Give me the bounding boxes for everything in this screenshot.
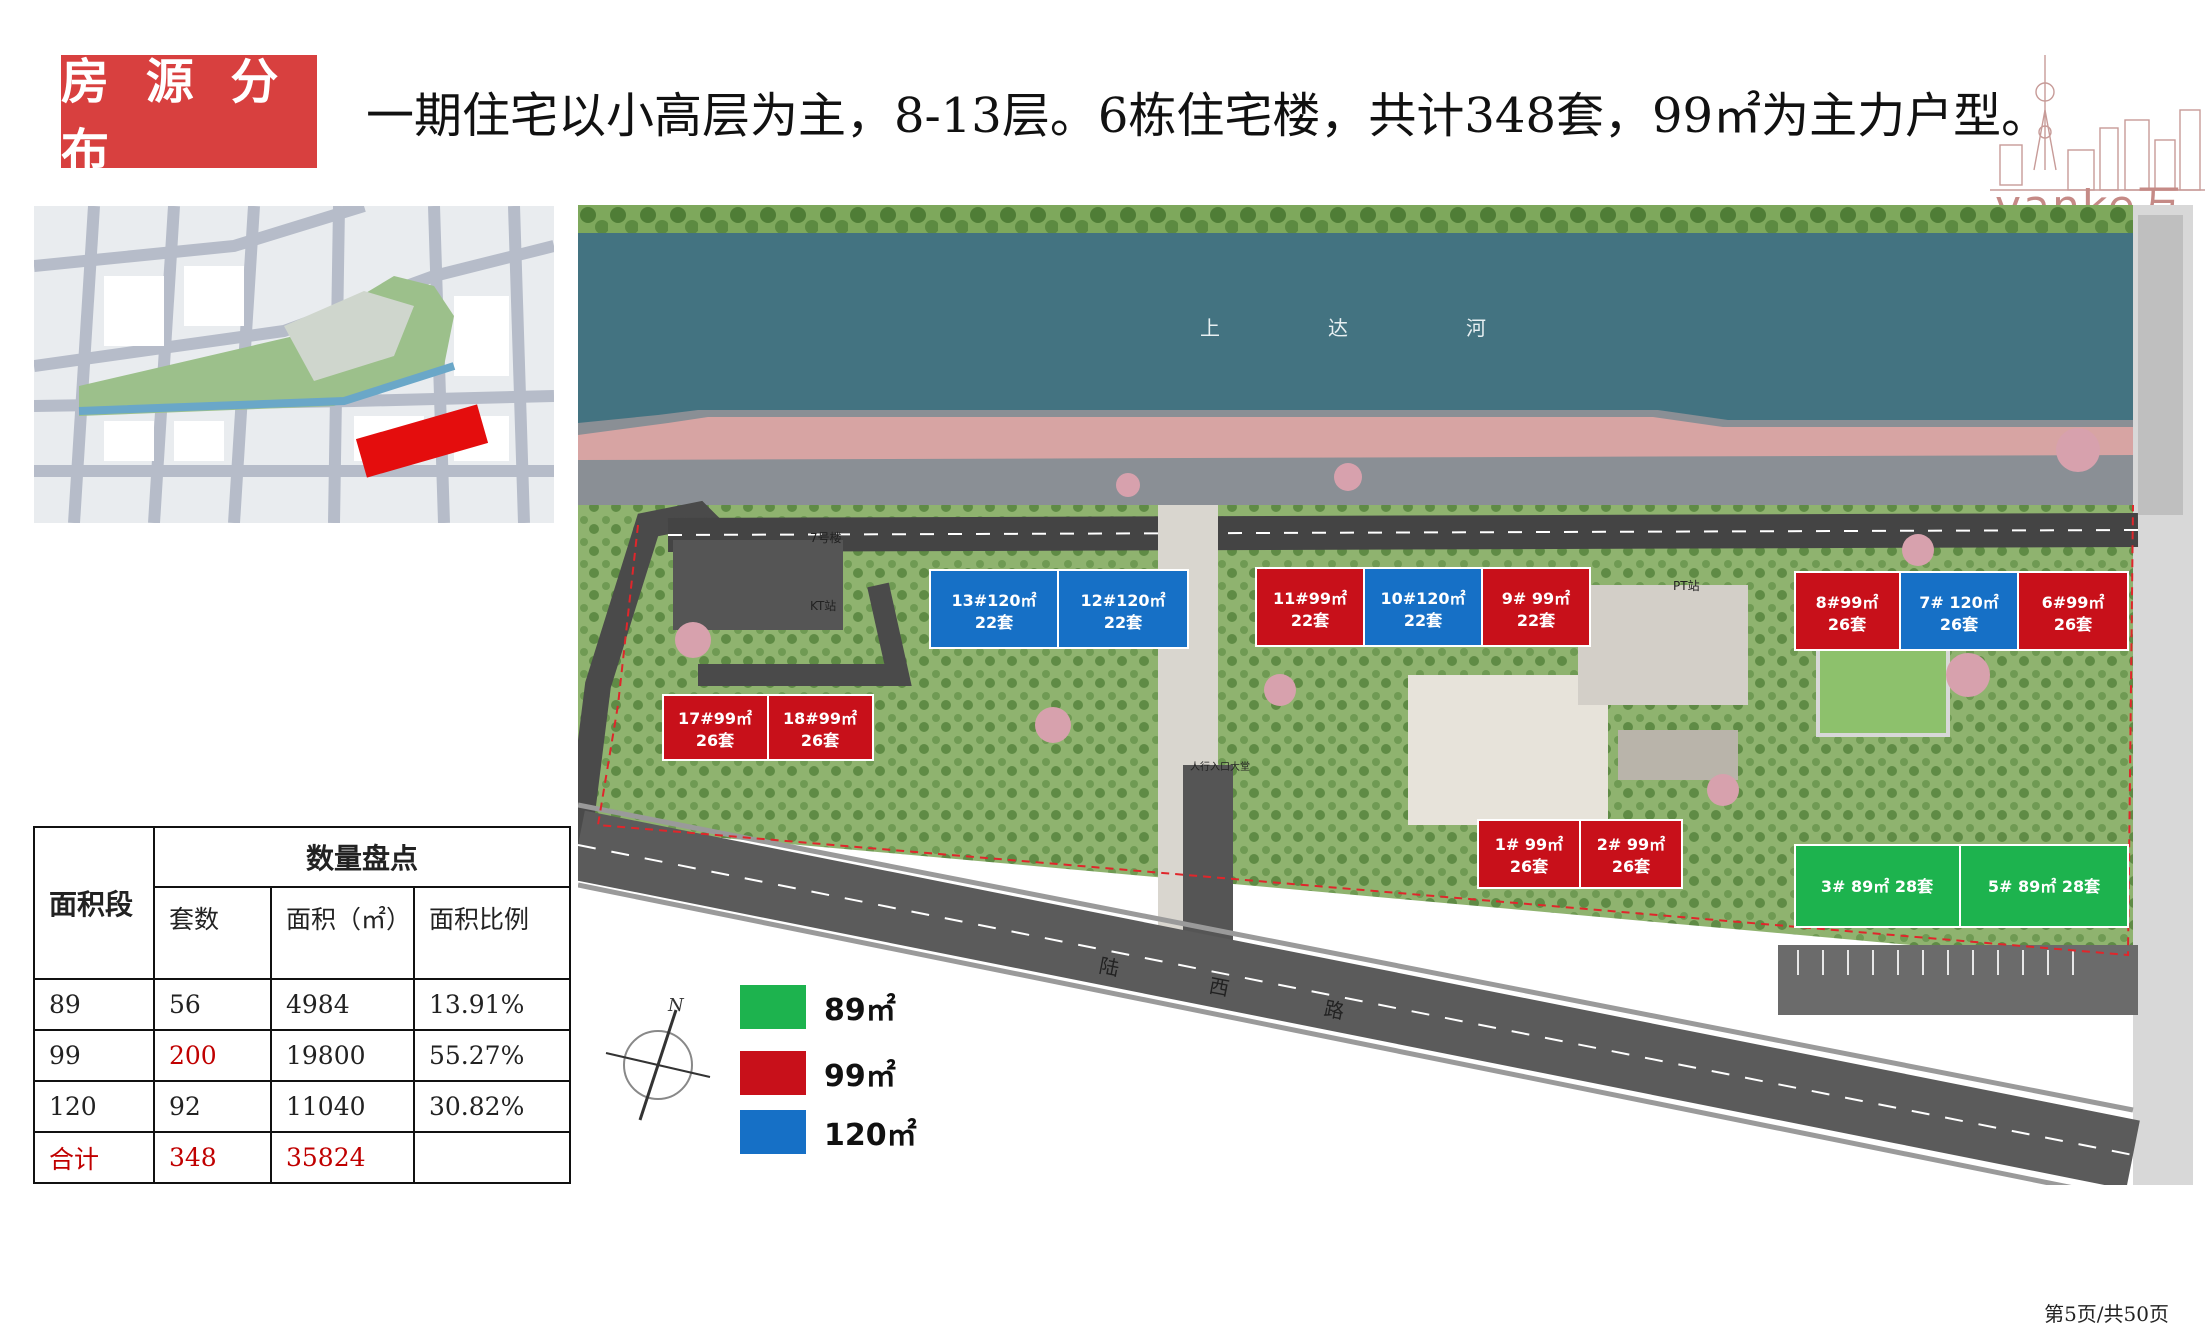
table-row: 120 92 11040 30.82% [33, 1080, 571, 1133]
table-cell-ratio: 55.27% [413, 1029, 571, 1082]
compass-icon: N [605, 995, 711, 1121]
label-pt-station: PT站 [1673, 579, 1700, 593]
table-cell-area: 4984 [270, 978, 415, 1031]
building-3: 3# 89㎡ 28套 [1794, 844, 1961, 928]
table-cell-range: 89 [33, 978, 155, 1031]
label-entrance-lobby: 人行入口大堂 [1190, 760, 1250, 773]
table-cell-range: 99 [33, 1029, 155, 1082]
legend-item-89: 89㎡ [740, 985, 896, 1029]
svg-text:7# 120㎡: 7# 120㎡ [1919, 593, 1999, 612]
svg-text:6#99㎡: 6#99㎡ [2042, 593, 2105, 612]
svg-text:5# 89㎡ 28套: 5# 89㎡ 28套 [1988, 877, 2101, 896]
table-cell-total-label: 合计 [33, 1131, 155, 1184]
legend-label: 120㎡ [824, 1118, 917, 1153]
svg-text:26套: 26套 [696, 731, 735, 750]
legend-swatch-red [740, 1051, 806, 1095]
legend-swatch-blue [740, 1110, 806, 1154]
legend-item-120: 120㎡ [740, 1110, 917, 1154]
building-2: 2# 99㎡ 26套 [1579, 819, 1683, 889]
table-cell-ratio: 30.82% [413, 1080, 571, 1133]
label-building-7: 7号楼 [810, 530, 842, 545]
svg-text:1# 99㎡: 1# 99㎡ [1495, 835, 1563, 854]
headline: 一期住宅以小高层为主，8-13层。6栋住宅楼，共计348套，99㎡为主力户型。 [366, 88, 2050, 144]
building-1: 1# 99㎡ 26套 [1477, 819, 1581, 889]
building-8: 8#99㎡ 26套 [1794, 571, 1901, 651]
table-cell-count: 200 [153, 1029, 272, 1082]
svg-text:22套: 22套 [1404, 611, 1443, 630]
table-header-ratio: 面积比例 [413, 886, 571, 980]
section-title-badge: 房 源 分 布 [61, 54, 317, 180]
table-cell-total-ratio [413, 1131, 571, 1184]
svg-text:12#120㎡: 12#120㎡ [1080, 591, 1165, 610]
table-cell-range: 120 [33, 1080, 155, 1133]
table-cell-area: 19800 [270, 1029, 415, 1082]
road-label-3: 路 [1322, 996, 1346, 1023]
river-label-3: 河 [1466, 316, 1486, 340]
svg-text:22套: 22套 [1104, 613, 1143, 632]
table-header-group: 数量盘点 [153, 826, 571, 888]
svg-text:2# 99㎡: 2# 99㎡ [1597, 835, 1665, 854]
table-cell-ratio: 13.91% [413, 978, 571, 1031]
svg-text:3# 89㎡ 28套: 3# 89㎡ 28套 [1821, 877, 1934, 896]
skyline-logo [1990, 55, 2205, 191]
location-map [34, 206, 554, 523]
svg-text:22套: 22套 [1291, 611, 1330, 630]
road-label-1: 陆 [1097, 953, 1121, 980]
legend-label: 89㎡ [824, 993, 896, 1028]
svg-text:22套: 22套 [975, 613, 1014, 632]
building-10: 10#120㎡ 22套 [1363, 567, 1483, 647]
svg-text:26套: 26套 [801, 731, 840, 750]
table-cell-count: 56 [153, 978, 272, 1031]
table-header-area: 面积（㎡） [270, 886, 415, 980]
svg-text:22套: 22套 [1517, 611, 1556, 630]
table-cell-total-count: 348 [153, 1131, 272, 1184]
svg-text:26套: 26套 [1828, 615, 1867, 634]
building-11: 11#99㎡ 22套 [1255, 567, 1365, 647]
compass-north-label: N [667, 995, 685, 1016]
building-18: 18#99㎡ 26套 [767, 694, 874, 761]
river-label-1: 上 [1200, 316, 1220, 340]
svg-text:10#120㎡: 10#120㎡ [1380, 589, 1465, 608]
table-row: 89 56 4984 13.91% [33, 978, 571, 1031]
table-total-row: 合计 348 35824 [33, 1131, 571, 1184]
building-5: 5# 89㎡ 28套 [1959, 844, 2129, 928]
svg-text:17#99㎡: 17#99㎡ [678, 709, 752, 728]
site-plan: 上 达 河 陆 西 路 7 [578, 205, 2193, 1185]
road-label-2: 西 [1207, 973, 1231, 1000]
svg-text:9# 99㎡: 9# 99㎡ [1502, 589, 1570, 608]
table-cell-total-area: 35824 [270, 1131, 415, 1184]
table-cell-area: 11040 [270, 1080, 415, 1133]
page-number: 第5页/共50页 [2044, 1302, 2169, 1326]
svg-text:8#99㎡: 8#99㎡ [1816, 593, 1879, 612]
svg-text:26套: 26套 [2054, 615, 2093, 634]
unit-stats-table: 面积段 数量盘点 套数 面积（㎡） 面积比例 89 56 4984 13.91%… [33, 826, 571, 1184]
building-17: 17#99㎡ 26套 [662, 694, 769, 761]
svg-text:26套: 26套 [1940, 615, 1979, 634]
label-kt-station: KT站 [810, 599, 836, 613]
table-header-range: 面积段 [33, 826, 155, 980]
river-label-2: 达 [1328, 316, 1348, 340]
table-header-count: 套数 [153, 886, 272, 980]
building-9: 9# 99㎡ 22套 [1481, 567, 1591, 647]
table-cell-count: 92 [153, 1080, 272, 1133]
svg-text:11#99㎡: 11#99㎡ [1273, 589, 1347, 608]
building-12: 12#120㎡ 22套 [1057, 569, 1189, 649]
svg-text:26套: 26套 [1510, 857, 1549, 876]
building-6: 6#99㎡ 26套 [2017, 571, 2129, 651]
building-7: 7# 120㎡ 26套 [1899, 571, 2019, 651]
building-13: 13#120㎡ 22套 [929, 569, 1059, 649]
legend-label: 99㎡ [824, 1059, 896, 1094]
legend-item-99: 99㎡ [740, 1051, 896, 1095]
svg-text:13#120㎡: 13#120㎡ [951, 591, 1036, 610]
legend-swatch-green [740, 985, 806, 1029]
table-row: 99 200 19800 55.27% [33, 1029, 571, 1082]
svg-text:18#99㎡: 18#99㎡ [783, 709, 857, 728]
svg-text:26套: 26套 [1612, 857, 1651, 876]
